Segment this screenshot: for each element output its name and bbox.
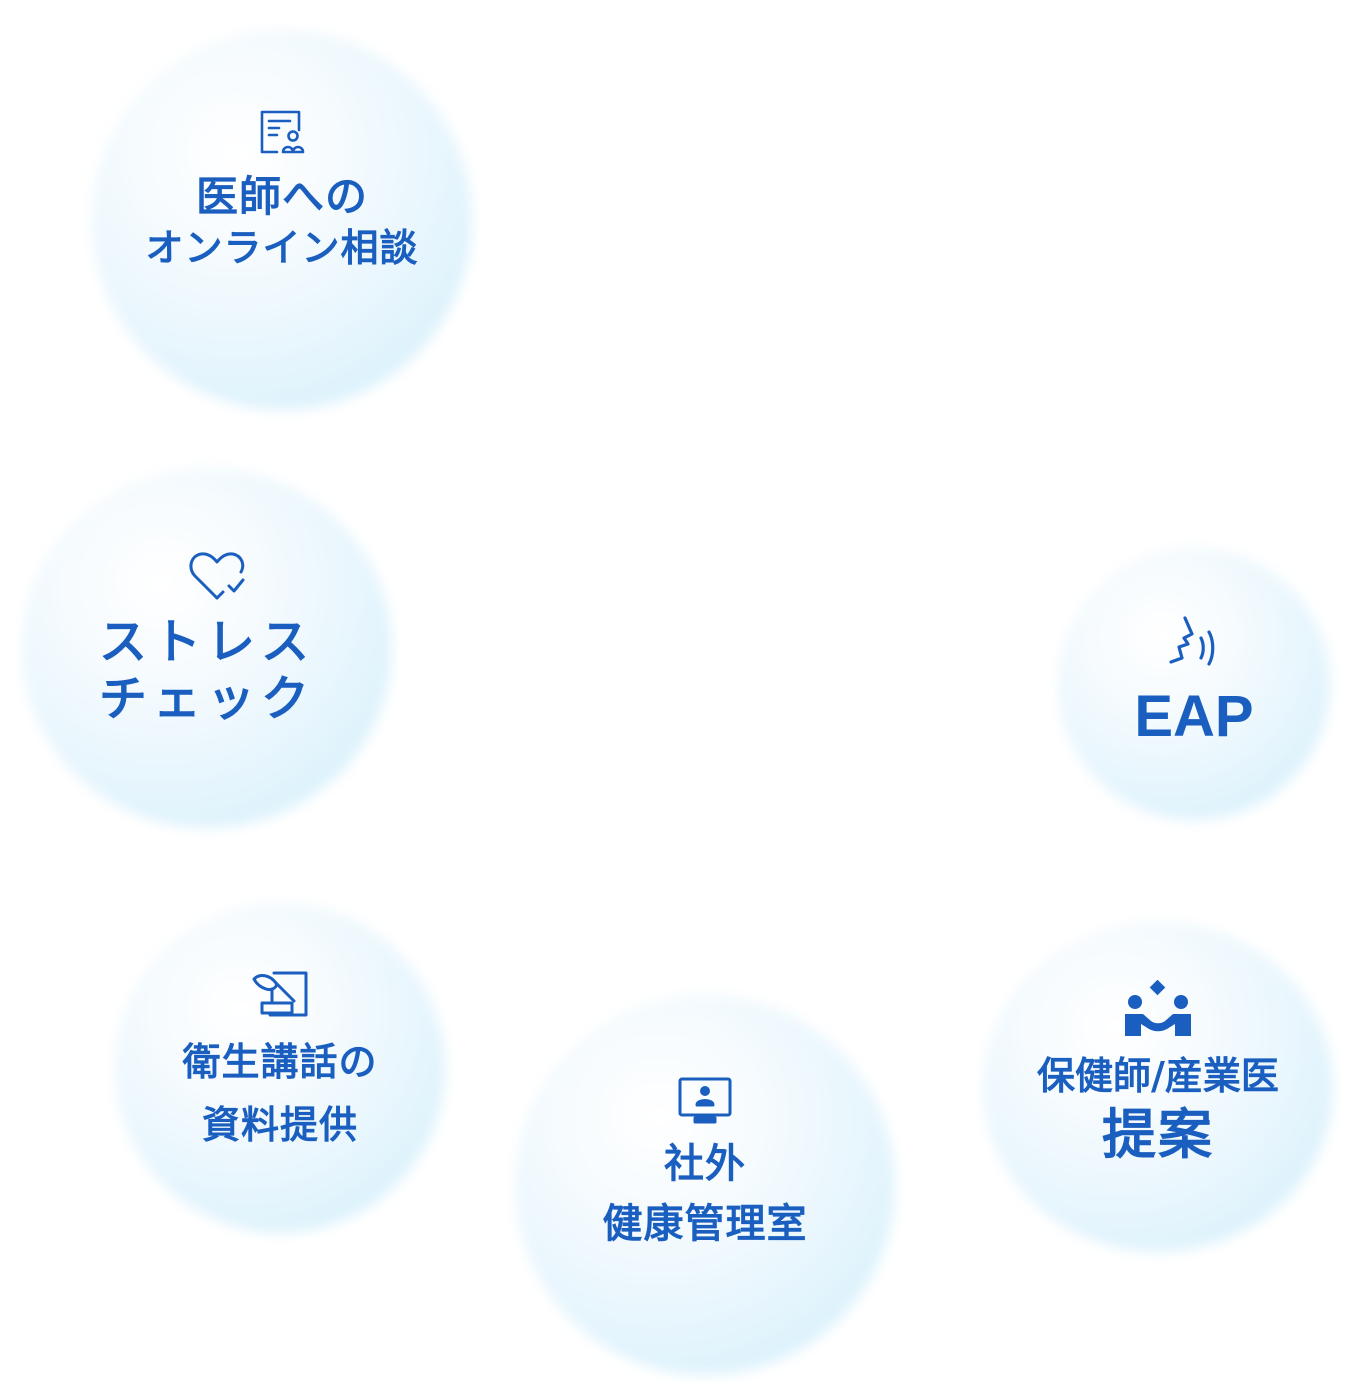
service-bubble-online-doctor-consultation[interactable]: 医師への オンライン相談 <box>92 30 472 410</box>
service-bubble-eap[interactable]: EAP <box>1058 548 1330 820</box>
service-label-line: オンライン相談 <box>145 225 419 270</box>
service-label: 社外 健康管理室 <box>603 1134 808 1254</box>
doctor-consultation-document-icon <box>257 108 307 156</box>
service-label-line: チェック <box>98 671 315 727</box>
service-label-line: ストレス <box>98 614 315 671</box>
service-bubble-nurse-physician-proposal[interactable]: 保健師/産業医 提案 <box>983 922 1333 1252</box>
service-label: 保健師/産業医 提案 <box>1037 1052 1279 1168</box>
service-bubble-hygiene-lecture-materials[interactable]: 衛生講話の 資料提供 <box>115 903 445 1233</box>
monitor-person-icon <box>677 1076 733 1126</box>
service-bubble-stress-check[interactable]: ストレス チェック <box>22 468 392 828</box>
service-label: 衛生講話の 資料提供 <box>182 1031 377 1156</box>
heart-check-icon <box>185 548 249 604</box>
service-label-line: 社外 <box>664 1141 746 1187</box>
service-label: 医師への オンライン相談 <box>145 170 418 272</box>
service-label-line: EAP <box>1134 683 1254 749</box>
service-label-line: 資料提供 <box>201 1103 358 1147</box>
service-label-line: 保健師/産業医 <box>1037 1054 1279 1099</box>
service-label-line: 医師への <box>195 171 368 221</box>
speaking-voice-icon <box>1167 614 1221 672</box>
service-label-line: 提案 <box>1101 1103 1214 1167</box>
lecture-podium-icon <box>250 969 310 1019</box>
service-bubble-external-health-office[interactable]: 社外 健康管理室 <box>515 995 895 1375</box>
service-label-line: 健康管理室 <box>602 1201 808 1247</box>
people-collaboration-icon <box>1123 980 1193 1038</box>
service-label-line: 衛生講話の <box>182 1040 378 1085</box>
service-label: ストレス チェック <box>99 614 315 727</box>
service-label: EAP <box>1134 680 1253 754</box>
